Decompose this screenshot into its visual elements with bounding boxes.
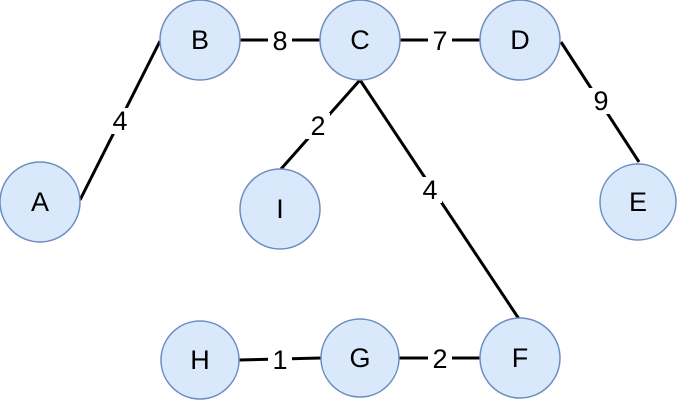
node-label-G: G [349, 343, 370, 373]
edge-weight-G-F: 2 [432, 344, 447, 374]
edge-label-bg [428, 28, 452, 54]
edge-label-D-E: 9 [589, 86, 613, 116]
node-label-E: E [629, 187, 647, 217]
edge-weight-C-F: 4 [422, 175, 437, 205]
edge-label-bg [589, 88, 613, 114]
node-A[interactable]: A [0, 161, 81, 243]
node-circle-G[interactable] [320, 318, 400, 398]
node-label-B: B [191, 25, 209, 55]
node-G[interactable]: G [320, 318, 400, 398]
edge-weight-B-C: 8 [272, 26, 287, 56]
node-D[interactable]: D [479, 0, 561, 81]
node-circle-E[interactable] [599, 163, 677, 241]
node-label-F: F [512, 343, 529, 373]
node-I[interactable]: I [239, 168, 321, 250]
edge-label-C-F: 4 [418, 175, 442, 205]
edge-label-bg [418, 177, 442, 203]
edge-weight-C-I: 2 [310, 111, 325, 141]
edge-weight-H-G: 1 [272, 345, 287, 375]
edge-label-bg [306, 113, 330, 139]
edge-weight-D-E: 9 [593, 86, 608, 116]
edge-label-bg [428, 346, 452, 372]
node-C[interactable]: C [319, 0, 401, 81]
node-H[interactable]: H [160, 320, 240, 400]
node-label-H: H [190, 345, 210, 375]
node-E[interactable]: E [599, 163, 677, 241]
node-circle-C[interactable] [319, 0, 401, 81]
node-label-A: A [31, 187, 49, 217]
edge-label-C-I: 2 [306, 111, 330, 141]
edge-label-bg [108, 108, 132, 134]
edge-label-G-F: 2 [428, 344, 452, 374]
node-circle-I[interactable] [239, 168, 321, 250]
edge-label-B-C: 8 [268, 26, 292, 56]
node-circle-D[interactable] [479, 0, 561, 81]
edge-label-bg [268, 28, 292, 54]
node-circle-F[interactable] [479, 317, 561, 399]
edge-weight-C-D: 7 [432, 26, 447, 56]
node-circle-A[interactable] [0, 161, 81, 243]
node-label-I: I [276, 194, 284, 224]
edge-label-A-B: 4 [108, 106, 132, 136]
edge-label-H-G: 1 [268, 345, 292, 375]
edge-label-C-D: 7 [428, 26, 452, 56]
node-F[interactable]: F [479, 317, 561, 399]
node-circle-B[interactable] [159, 0, 241, 81]
node-B[interactable]: B [159, 0, 241, 81]
edge-weight-A-B: 4 [112, 106, 127, 136]
node-label-C: C [350, 25, 370, 55]
node-label-D: D [510, 25, 530, 55]
node-circle-H[interactable] [160, 320, 240, 400]
edge-label-bg [268, 347, 292, 373]
